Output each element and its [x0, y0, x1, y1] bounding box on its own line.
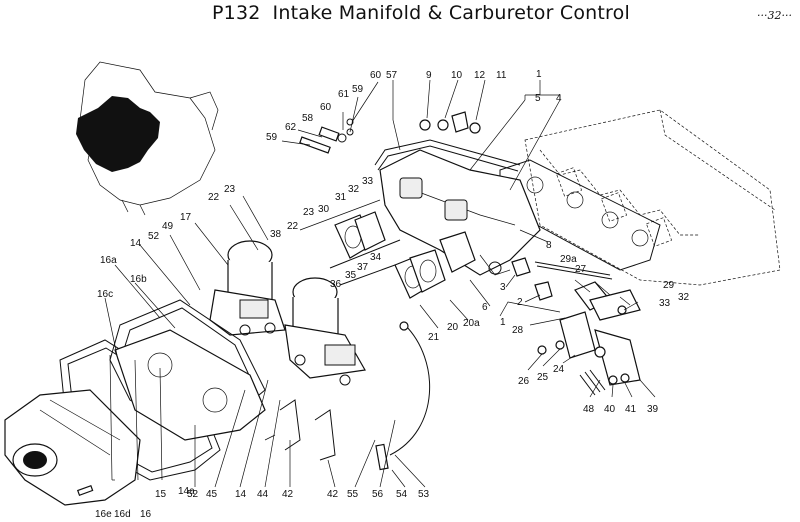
callout: 15 [155, 489, 167, 500]
callout: 6 [482, 302, 488, 313]
callout: 28 [512, 325, 524, 336]
callout: 41 [625, 404, 637, 415]
engine-location-silhouette [76, 61, 219, 216]
throttle-linkage-assembly [534, 261, 641, 396]
cover-bolt [76, 484, 94, 496]
callout: 29 [663, 280, 675, 291]
callout: 54 [396, 489, 408, 500]
callout: 23 [224, 184, 236, 195]
callout: 55 [347, 489, 359, 500]
choke-cable [375, 321, 431, 471]
callout: 14a [178, 486, 195, 497]
callout: 17 [180, 212, 192, 223]
callout: 60 [320, 102, 332, 113]
callout: 59 [352, 84, 364, 95]
callout: 16 [140, 509, 152, 520]
callout: 14 [235, 489, 247, 500]
callout: 52 [187, 489, 199, 500]
air-cleaner-backplate [114, 329, 266, 441]
callout-labels: 1 1 2 3 4 5 6 8 9 10 11 12 14 14 14a 15 … [95, 69, 690, 520]
callout: 62 [285, 122, 297, 133]
callout: 21 [428, 332, 440, 343]
callout: 48 [583, 404, 595, 415]
callout: 9 [426, 70, 432, 81]
callout: 34 [370, 252, 382, 263]
callout: 33 [362, 176, 374, 187]
callout: 31 [335, 192, 347, 203]
callout: 38 [270, 229, 282, 240]
callout: 29a [560, 254, 577, 265]
callout: 58 [302, 113, 314, 124]
callout: 33 [659, 298, 671, 309]
callout: 32 [348, 184, 360, 195]
plate-title: Intake Manifold & Carburetor Control [272, 2, 630, 24]
callout: 14 [130, 238, 142, 249]
callout: 22 [287, 221, 299, 232]
callout: 1 [536, 69, 542, 80]
callout: 60 [370, 70, 382, 81]
callout: 25 [537, 372, 549, 383]
callout: 3 [500, 282, 506, 293]
callout: 23 [303, 207, 315, 218]
callout: 45 [206, 489, 218, 500]
callout: 36 [330, 279, 342, 290]
callout: 8 [546, 240, 552, 251]
carburetor-rear [209, 240, 286, 336]
callout: 61 [338, 89, 350, 100]
callout: 42 [327, 489, 339, 500]
page-number: ···32··· [757, 9, 792, 22]
mounting-brackets [264, 399, 336, 461]
callout: 35 [345, 270, 357, 281]
callout: 5 [535, 93, 541, 104]
callout: 16a [100, 255, 117, 266]
callout: 24 [553, 364, 565, 375]
nuts-washers-top [419, 111, 481, 134]
callout: 30 [318, 204, 330, 215]
intake-manifold [379, 149, 541, 276]
callout: 12 [474, 70, 486, 81]
callout: 26 [518, 376, 530, 387]
callout: 53 [418, 489, 430, 500]
callout: 16d [114, 509, 131, 520]
callout: 32 [678, 292, 690, 303]
callout: 2 [517, 297, 523, 308]
callout: 1 [500, 317, 506, 328]
callout: 52 [148, 231, 160, 242]
callout: 59 [266, 132, 278, 143]
callout: 16e [95, 509, 112, 520]
callout: 22 [208, 192, 220, 203]
callout: 4 [556, 93, 562, 104]
leader-lines [104, 79, 656, 488]
callout: 40 [604, 404, 616, 415]
page-title: P132 Intake Manifold & Carburetor Control [212, 2, 630, 24]
callout: 10 [451, 70, 463, 81]
linkage-rods [299, 199, 401, 286]
callout: 42 [282, 489, 294, 500]
balance-pipe [374, 139, 521, 172]
callout: 27 [575, 264, 587, 275]
callout: 16b [130, 274, 147, 285]
linkage-hardware-top [299, 118, 354, 154]
callout: 39 [647, 404, 659, 415]
callout: 56 [372, 489, 384, 500]
callout: 11 [496, 70, 507, 81]
carburetor-front [284, 277, 366, 386]
callout: 20a [463, 318, 480, 329]
carb-flange-gaskets [334, 211, 476, 299]
callout: 37 [357, 262, 369, 273]
plate-code: P132 [212, 2, 261, 24]
air-cleaner-cover [4, 389, 141, 506]
callout: 49 [162, 221, 174, 232]
callout: 44 [257, 489, 269, 500]
callout: 20 [447, 322, 459, 333]
callout: 16c [97, 289, 113, 300]
callout: 57 [386, 70, 398, 81]
